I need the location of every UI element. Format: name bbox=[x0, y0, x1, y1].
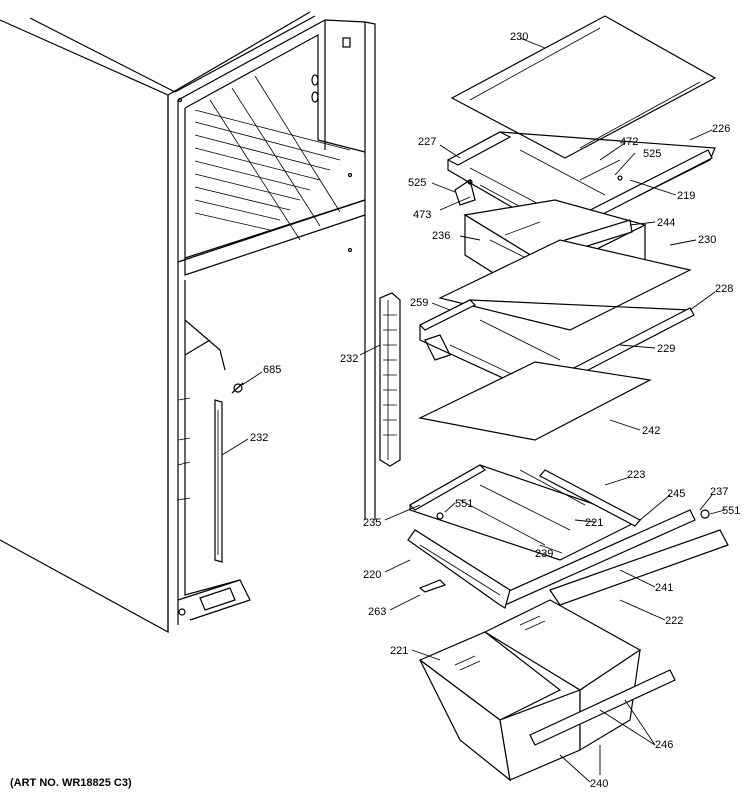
part-263: 263 bbox=[368, 606, 386, 618]
part-525-right: 525 bbox=[643, 148, 661, 160]
part-221-lower: 221 bbox=[390, 645, 408, 657]
part-226: 226 bbox=[712, 123, 730, 135]
part-237: 237 bbox=[710, 486, 728, 498]
glass-shelf-middle bbox=[438, 239, 692, 331]
part-472: 472 bbox=[620, 136, 638, 148]
leader-lines bbox=[221, 37, 726, 783]
shelf-rail-left bbox=[214, 399, 223, 563]
part-219: 219 bbox=[677, 190, 695, 202]
part-551-right: 551 bbox=[722, 505, 740, 517]
part-259: 259 bbox=[410, 297, 428, 309]
part-220: 220 bbox=[363, 569, 381, 581]
part-235: 235 bbox=[363, 517, 381, 529]
drawer-cover-220 bbox=[407, 529, 511, 609]
part-244: 244 bbox=[657, 217, 675, 229]
shelf-rail-center bbox=[379, 292, 401, 467]
part-232-center: 232 bbox=[340, 353, 358, 365]
part-230-middle: 230 bbox=[698, 234, 716, 246]
part-222: 222 bbox=[665, 615, 683, 627]
part-227: 227 bbox=[418, 136, 436, 148]
screw-685 bbox=[231, 382, 244, 394]
part-236: 236 bbox=[432, 230, 450, 242]
part-228: 228 bbox=[715, 283, 733, 295]
shelf-frame-lower bbox=[409, 464, 710, 561]
part-242: 242 bbox=[642, 425, 660, 437]
part-221-upper: 221 bbox=[585, 517, 603, 529]
art-number: (ART NO. WR18825 C3) bbox=[10, 777, 132, 789]
part-685: 685 bbox=[263, 364, 281, 376]
part-230-top: 230 bbox=[510, 31, 528, 43]
glass-shelf-top bbox=[450, 15, 717, 159]
part-241: 241 bbox=[655, 582, 673, 594]
part-525-left: 525 bbox=[408, 177, 426, 189]
part-labels: 230 226 227 472 525 525 219 473 244 236 … bbox=[250, 31, 740, 790]
part-245: 245 bbox=[667, 488, 685, 500]
part-240: 240 bbox=[590, 778, 608, 790]
part-229: 229 bbox=[657, 343, 675, 355]
strip-263 bbox=[418, 579, 447, 593]
crisper-drawers-240 bbox=[418, 599, 676, 782]
part-551-left: 551 bbox=[455, 498, 473, 510]
part-239: 239 bbox=[535, 548, 553, 560]
glass-shelf-242 bbox=[418, 361, 652, 441]
part-232-left: 232 bbox=[250, 432, 268, 444]
part-473: 473 bbox=[413, 209, 431, 221]
part-246: 246 bbox=[655, 739, 673, 751]
cabinet-shell bbox=[0, 11, 376, 634]
part-223: 223 bbox=[627, 469, 645, 481]
